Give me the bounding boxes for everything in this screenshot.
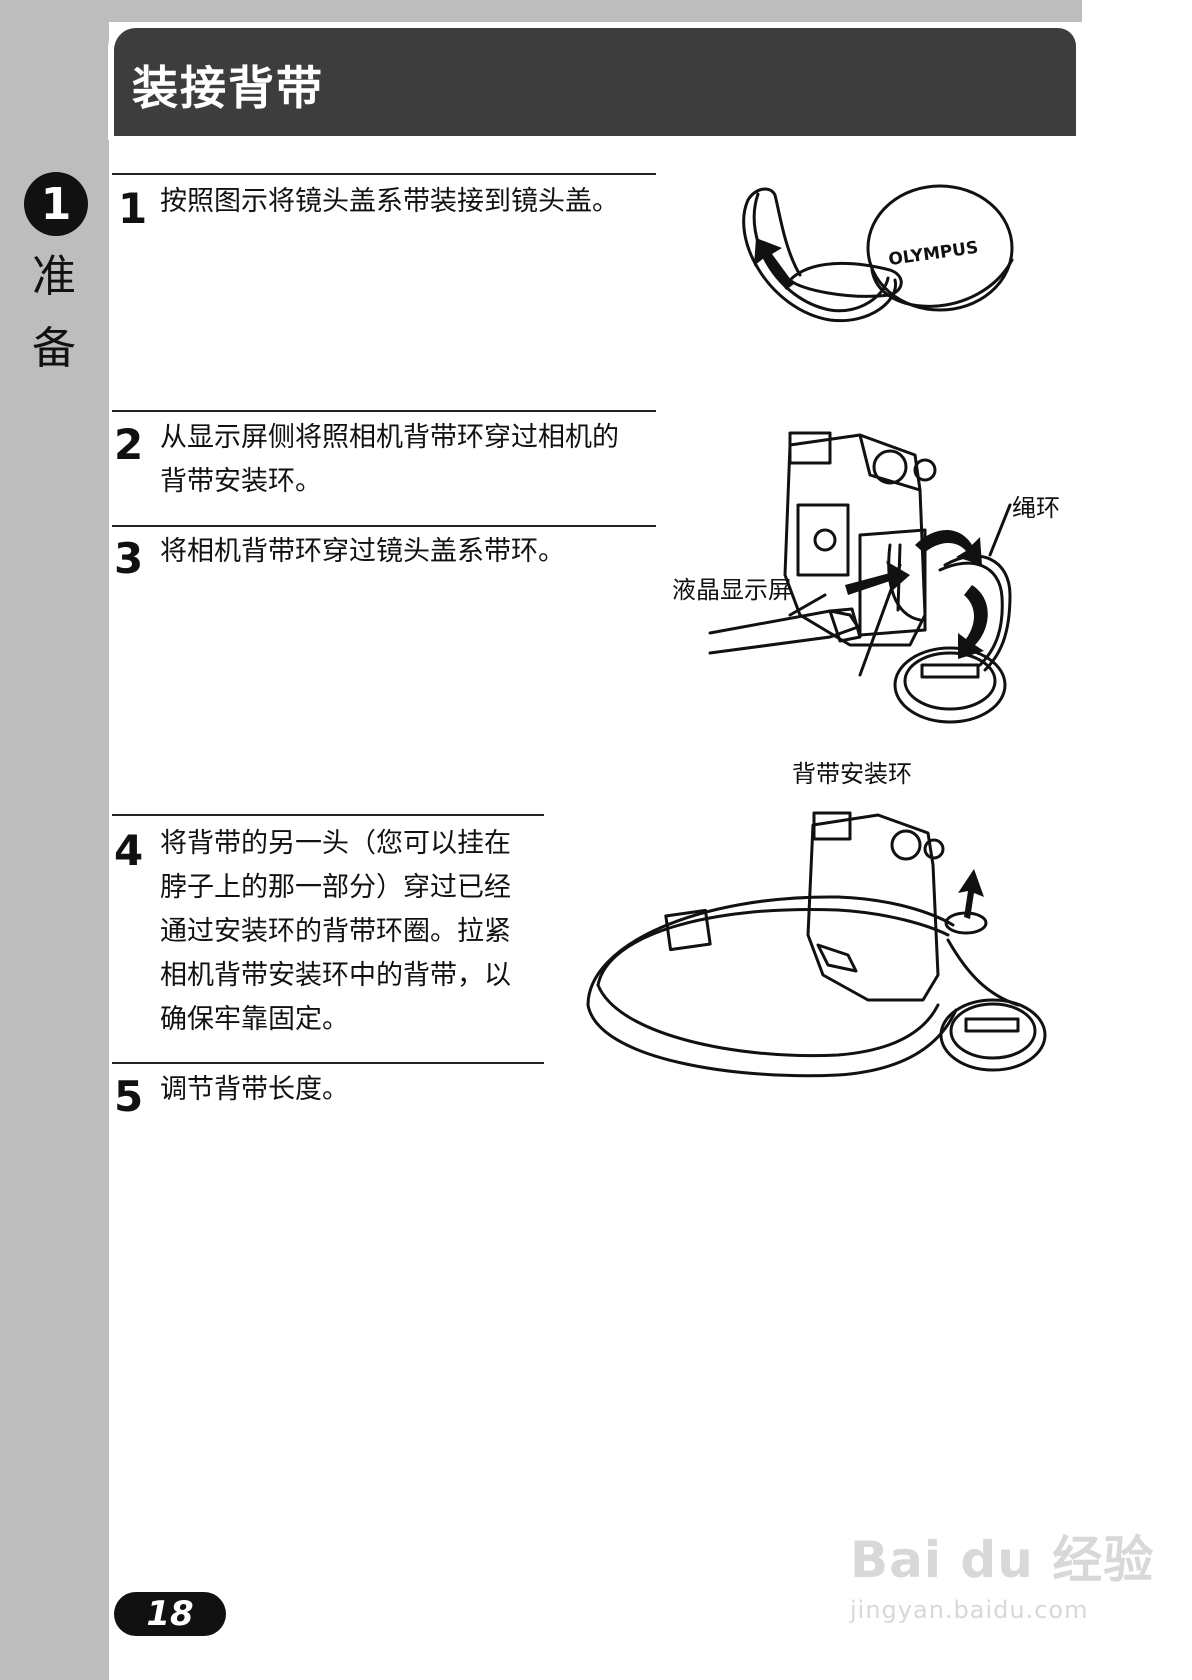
- step-5-text: 调节背带长度。: [160, 1068, 349, 1112]
- step-4-line-4: 相机背带安装环中的背带，以: [160, 960, 511, 991]
- chapter-title-char-1: 准: [32, 251, 76, 302]
- step-2-number: 2: [114, 420, 144, 469]
- chapter-sidebar: [0, 0, 109, 1680]
- chapter-title-char-2: 备: [32, 323, 76, 374]
- step-4-line-3: 通过安装环的背带环圈。拉紧: [160, 916, 511, 947]
- step-2-rule: [112, 410, 656, 412]
- label-lcd-monitor: 液晶显示屏: [672, 576, 792, 604]
- step-3-number: 3: [114, 534, 144, 583]
- lens-cap-strap-illustration: OLYMPUS: [742, 184, 1014, 323]
- step-4-text: 将背带的另一头（您可以挂在 脖子上的那一部分）穿过已经 通过安装环的背带环圈。拉…: [160, 822, 511, 1042]
- step-5-rule: [112, 1062, 544, 1064]
- label-string-loop: 绳环: [1012, 494, 1060, 522]
- camera-strap-eyelet-illustration: [708, 431, 1012, 724]
- step-1-number: 1: [118, 184, 148, 233]
- page-number-badge: 18: [114, 1592, 226, 1636]
- step-1-rule: [112, 173, 656, 175]
- camera-full-strap-illustration: [586, 811, 1047, 1078]
- page-title: 装接背带: [132, 61, 324, 115]
- step-2-line-1: 从显示屏侧将照相机背带环穿过相机的: [160, 422, 619, 453]
- step-3-line-1: 将相机背带环穿过镜头盖系带环。: [160, 536, 565, 567]
- step-4-line-1: 将背带的另一头（您可以挂在: [160, 828, 511, 859]
- watermark-main-text: Bai du 经验: [850, 1531, 1155, 1589]
- step-4-number: 4: [114, 826, 144, 875]
- step-5-number: 5: [114, 1072, 144, 1121]
- top-band: [0, 0, 1082, 22]
- section-header: [114, 28, 1076, 136]
- step-1-text: 按照图示将镜头盖系带装接到镜头盖。: [160, 180, 619, 224]
- baidu-watermark: Bai du 经验 jingyan.baidu.com: [850, 1520, 1154, 1624]
- step-4-line-5: 确保牢靠固定。: [160, 1004, 349, 1035]
- step-3-rule: [112, 525, 656, 527]
- label-strap-eyelet: 背带安装环: [792, 760, 912, 788]
- lens-cap-brand-text: OLYMPUS: [887, 238, 979, 270]
- step-3-text: 将相机背带环穿过镜头盖系带环。: [160, 530, 565, 574]
- step-2-line-2: 背带安装环。: [160, 466, 322, 497]
- step-2-text: 从显示屏侧将照相机背带环穿过相机的 背带安装环。: [160, 416, 619, 504]
- chapter-number-badge: 1: [24, 172, 88, 236]
- step-4-line-2: 脖子上的那一部分）穿过已经: [160, 872, 511, 903]
- watermark-sub-text: jingyan.baidu.com: [850, 1596, 1089, 1624]
- step-5-line-1: 调节背带长度。: [160, 1074, 349, 1105]
- step-1-line-1: 按照图示将镜头盖系带装接到镜头盖。: [160, 186, 619, 217]
- step-4-rule: [112, 814, 544, 816]
